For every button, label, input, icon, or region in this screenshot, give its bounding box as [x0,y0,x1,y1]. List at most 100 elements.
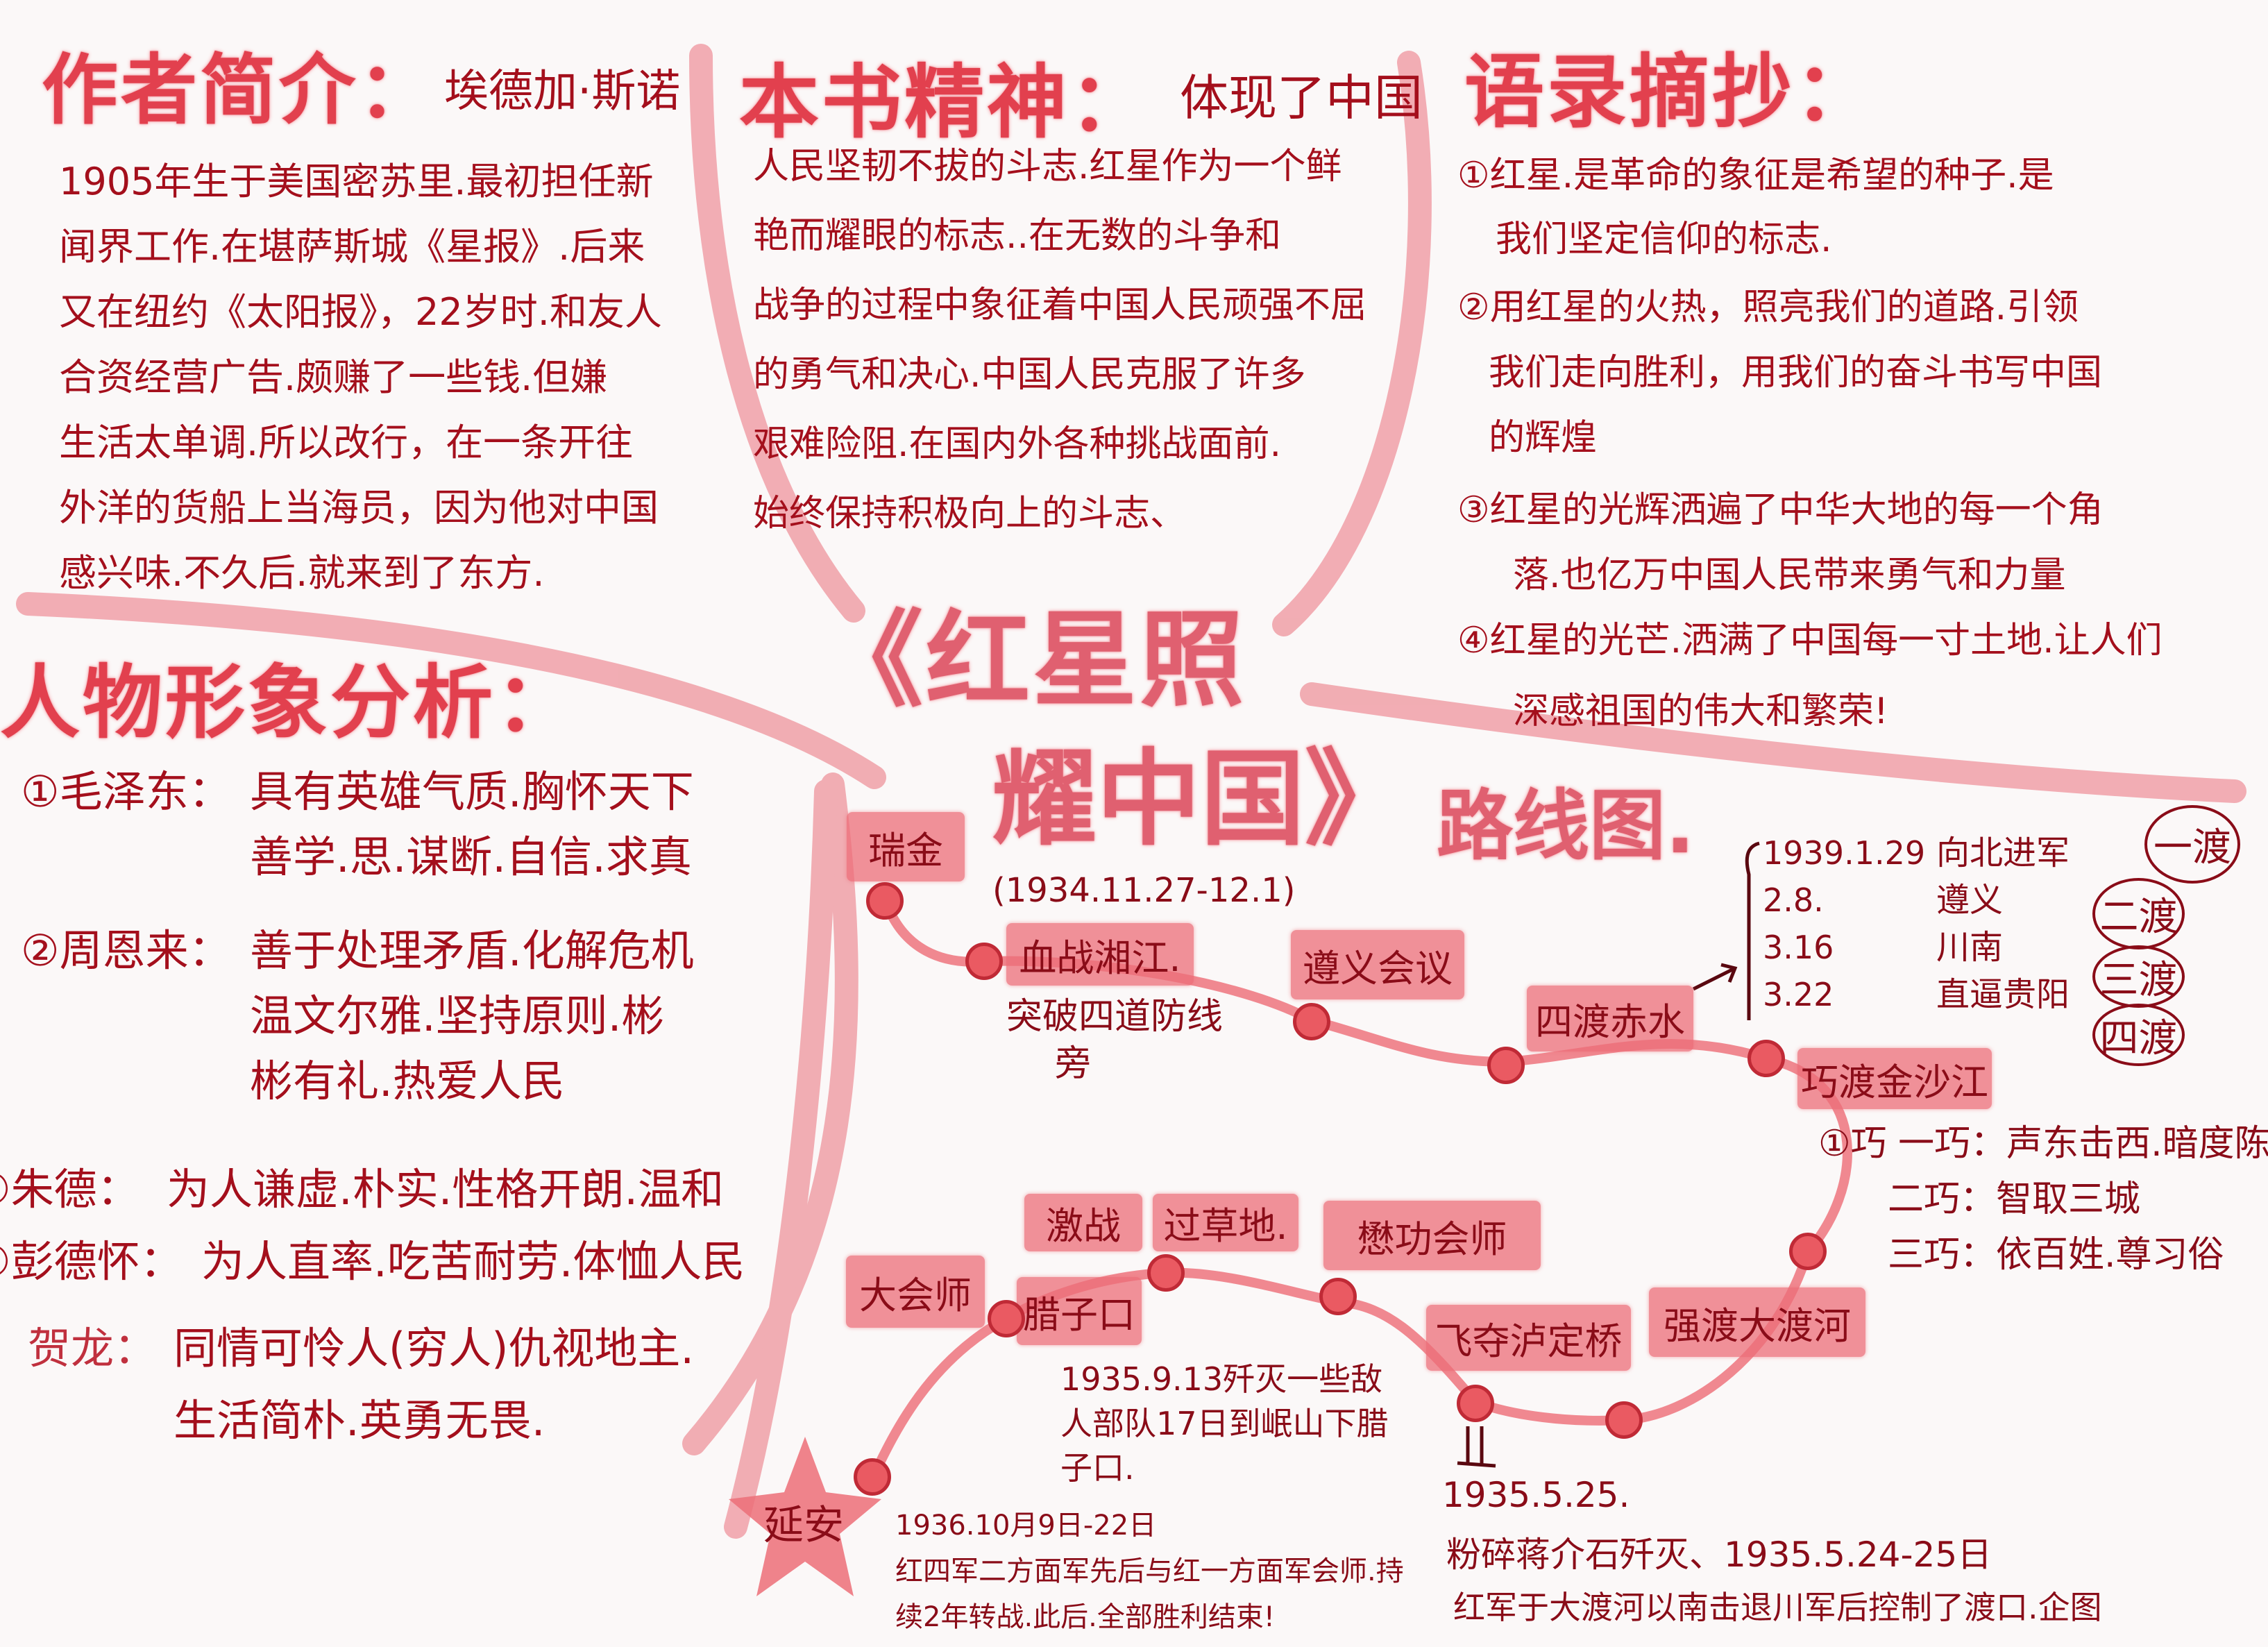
quote-line: 深感祖国的伟大和繁荣! [1513,691,1888,732]
quote-line: ④红星的光芒.洒满了中国每一寸土地.让人们 [1457,620,2163,661]
author-line: 又在纽约《太阳报》，22岁时.和友人 [59,290,662,334]
character-name: 贺龙： [28,1323,158,1374]
chishui-bracket [1745,841,1760,1020]
xiangjiang-note: 突破四道防线 [1006,996,1224,1038]
character-name: ②周恩来： [21,925,232,976]
crossing-3: 三渡 [2092,945,2185,1008]
quote-line: 我们走向胜利，用我们的奋斗书写中国 [1489,352,2103,394]
spirit-line: 艰难险阻.在国内外各种挑战面前. [753,423,1282,465]
chishui-date: 3.16 [1763,929,1834,966]
xiangjiang-date: (1934.11.27-12.1) [992,871,1296,910]
node-lazikou: 腊子口 [1017,1277,1142,1345]
node-zunyi: 遵义会议 [1291,930,1464,999]
route-node-marker [1457,1385,1494,1422]
chishui-place: 遵义 [1936,881,2004,920]
route-node-marker [988,1300,1025,1337]
quote-line: 我们坚定信仰的标志. [1496,219,1832,260]
chishui-dates: 1939.1.29 2.8. 3.16 3.22 [1763,829,1925,1018]
author-line: 1905年生于美国密苏里.最初担任新 [59,160,654,203]
node-yanan: 延安 [763,1501,845,1548]
route-node-marker [1293,1003,1330,1040]
spirit-line: 人民坚韧不拔的斗志.红星作为一个鲜 [753,146,1342,187]
spirit-line: 艳而耀眼的标志..在无数的斗争和 [753,215,1282,257]
luding-arrow [1457,1426,1496,1468]
book-title-line1: 《红星照 [819,600,1247,721]
jinsha-note-1: ①巧 一巧：声东击西.暗度陈 [1818,1123,2268,1165]
character-trait: 同情可怜人(穷人)仇视地主. [174,1323,695,1374]
author-line: 生活太单调.所以改行，在一条开往 [59,421,634,464]
chishui-date: 1939.1.29 [1763,834,1926,872]
route-node-marker [965,943,1003,980]
author-line: 外洋的货船上当海员，因为他对中国 [59,486,659,530]
chishui-place: 川南 [1936,928,2004,967]
route-node-marker [1789,1233,1827,1270]
quotes-title: 语录摘抄： [1464,46,1878,139]
chishui-arrow [1692,963,1738,991]
jinsha-note-3: 三巧：依百姓.尊习俗 [1888,1234,2224,1276]
luding-date: 1935.5.25. [1442,1475,1630,1515]
lazikou-line: 子口. [1060,1449,1135,1487]
character-trait: 温文尔雅.坚持原则.彬 [250,990,665,1041]
yanan-note: 1936.10月9日-22日 红四军二方面军先后与红一方面军会师.持 续2年转战… [895,1503,1404,1640]
node-xiangjiang: 血战湘江. [1006,923,1194,986]
quotes-divider-band [1300,682,2246,803]
xiangjiang-note-2: 旁 [1055,1043,1092,1085]
chishui-place: 向北进军 [1936,834,2070,872]
route-left-band-2 [724,779,838,1539]
route-node-marker [854,1458,891,1496]
character-trait: 善学.思.谋断.自信.求真 [250,831,692,882]
route-node-marker [1147,1254,1185,1292]
quote-line: 落.也亿万中国人民带来勇气和力量 [1513,555,2066,596]
quote-line: ②用红星的火热，照亮我们的道路.引领 [1457,287,2079,328]
jinsha-note-2: 二巧：智取三城 [1888,1179,2141,1220]
spirit-left-band [689,44,865,623]
character-trait: 为人直率.吃苦耐劳.体恤人民 [201,1236,745,1287]
book-title-line2: 耀中国》 [992,739,1410,860]
character-name: ①毛泽东： [21,766,232,817]
route-left-band [682,772,858,1455]
route-node-marker [1319,1278,1357,1315]
crossing-1: 一渡 [2144,805,2240,884]
node-chishui: 四渡赤水 [1527,986,1693,1051]
node-maogong: 懋功会师 [1323,1201,1541,1270]
yanan-line: 红四军二方面军先后与红一方面军会师.持 [895,1555,1404,1587]
node-luding: 飞夺泸定桥 [1426,1305,1631,1371]
quote-line: 的辉煌 [1489,417,1598,459]
author-name: 埃德加·斯诺 [444,66,681,117]
character-trait: 具有英雄气质.胸怀天下 [250,766,694,817]
character-trait: 彬有礼.热爱人民 [250,1056,565,1106]
quote-line: ①红星.是革命的象征是希望的种子.是 [1457,155,2054,196]
route-node-marker [1605,1401,1643,1439]
spirit-line: 战争的过程中象征着中国人民顽强不屈 [753,285,1367,326]
author-line: 感兴味.不久后.就来到了东方. [59,551,545,595]
author-bio: 1905年生于美国密苏里.最初担任新 闻界工作.在堪萨斯城《星报》.后来 又在纽… [59,149,662,606]
lazikou-line: 人部队17日到岷山下腊 [1060,1405,1389,1442]
chishui-date: 3.22 [1763,976,1834,1013]
chishui-place: 直逼贵阳 [1936,975,2070,1014]
spirit-title: 本书精神： [739,56,1153,149]
spirit-line: 的勇气和决心.中国人民克服了许多 [753,354,1306,396]
author-title: 作者简介： [42,46,437,135]
chishui-places: 向北进军 遵义 川南 直逼贵阳 [1936,829,2070,1018]
author-line: 合资经营广告.颇赚了一些钱.但嫌 [59,355,608,399]
luding-note: 红军于大渡河以南击退川军后控制了渡口.企图 [1453,1589,2102,1626]
lazikou-line: 1935.9.13歼灭一些敌 [1060,1360,1383,1398]
character-name: ④彭德怀： [0,1236,183,1287]
author-line: 闻界工作.在堪萨斯城《星报》.后来 [59,225,645,269]
node-jizhan: 激战 [1024,1194,1142,1251]
chishui-date: 2.8. [1763,881,1824,919]
spirit-line: 始终保持积极向上的斗志、 [753,493,1187,534]
luding-note: 粉碎蒋介石歼灭、1935.5.24-25日 [1446,1535,1992,1575]
node-jinsha: 巧渡金沙江 [1797,1048,1992,1109]
characters-title: 人物形象分析： [0,657,579,750]
node-dadu: 强渡大渡河 [1649,1287,1865,1357]
author-divider-band [16,592,886,789]
character-trait: 为人谦虚.朴实.性格开朗.温和 [167,1164,725,1215]
quote-line: ③红星的光辉洒遍了中华大地的每一个角 [1457,489,2104,531]
spirit-right-band [1272,51,1432,636]
character-name: ③朱德： [0,1164,140,1215]
node-caodi: 过草地. [1153,1194,1298,1251]
route-map-title: 路线图. [1437,782,1695,870]
lazikou-note: 1935.9.13歼灭一些敌 人部队17日到岷山下腊 子口. [1060,1357,1389,1490]
